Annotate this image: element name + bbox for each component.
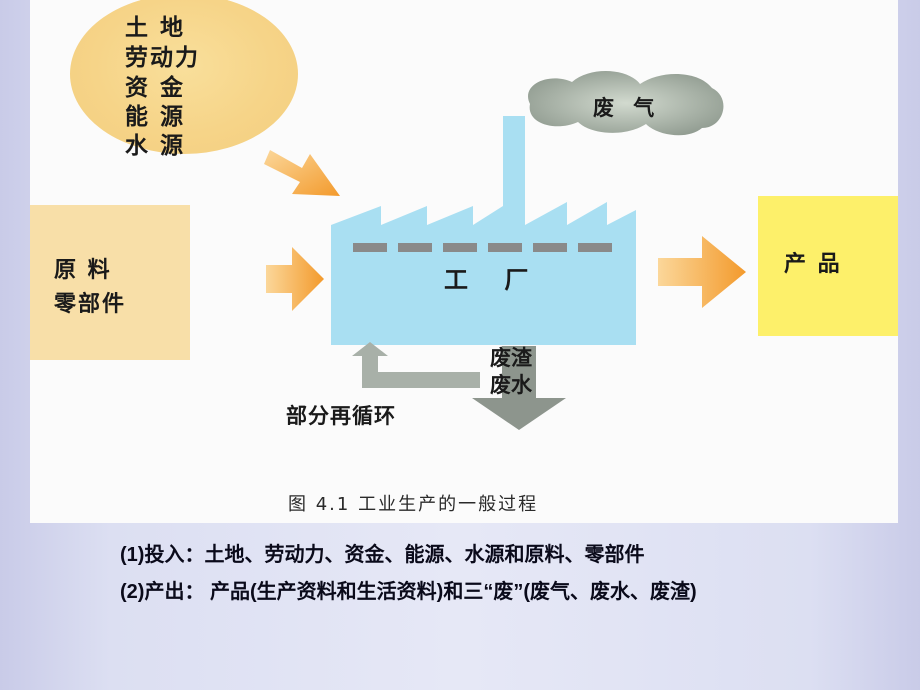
raw-materials-arrow (266, 247, 324, 311)
input-capital: 资 金 (125, 75, 186, 101)
recycle-label: 部分再循环 (286, 404, 396, 428)
factory-window (578, 243, 612, 252)
note-inputs: (1)投入：土地、劳动力、资金、能源、水源和原料、零部件 (120, 544, 645, 566)
factory-roof (331, 116, 636, 230)
waste-residue-label: 废渣 (490, 346, 532, 370)
factory-window (533, 243, 567, 252)
figure-caption: 图 4.1 工业生产的一般过程 (288, 494, 539, 515)
waste-water-label: 废水 (490, 373, 532, 397)
factory-window (488, 243, 522, 252)
input-labor: 劳动力 (125, 45, 200, 71)
parts-label: 零部件 (54, 292, 127, 317)
input-land: 土 地 (125, 15, 186, 41)
waste-arrow (472, 346, 566, 430)
factory-diagram: 土 地 劳动力 资 金 能 源 水 源 原 料 零部件 (30, 0, 898, 523)
input-water: 水 源 (125, 133, 186, 159)
note-outputs: (2)产出： 产品(生产资料和生活资料)和三“废”(废气、废水、废渣) (120, 581, 697, 603)
inputs-arrow (264, 150, 340, 196)
raw-material-label: 原 料 (54, 258, 112, 283)
factory-label: 工 厂 (444, 266, 543, 294)
recycle-arrow (352, 342, 480, 388)
inputs-ellipse (70, 0, 298, 154)
products-arrow (658, 236, 746, 308)
exhaust-label: 废 气 (593, 96, 661, 120)
factory-window (398, 243, 432, 252)
products-box (758, 196, 898, 336)
exhaust-cloud (528, 70, 724, 136)
factory-window (443, 243, 477, 252)
products-label: 产 品 (784, 252, 842, 277)
factory-window (353, 243, 387, 252)
raw-materials-box (30, 205, 190, 360)
input-energy: 能 源 (125, 104, 186, 130)
